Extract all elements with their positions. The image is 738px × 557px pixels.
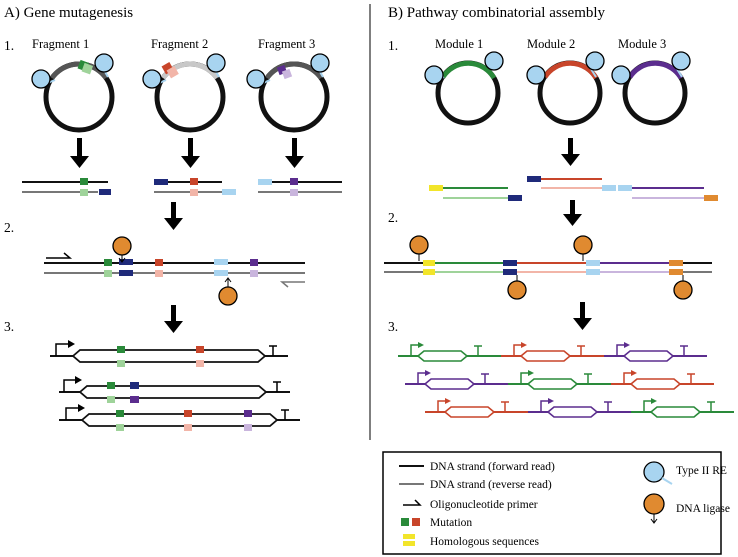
- panel-b-step-2: 2.: [388, 210, 398, 225]
- linear-module-3: [618, 185, 718, 201]
- dna-ligase-icon: [409, 235, 429, 255]
- type2-re-icon: [526, 65, 546, 85]
- reverse-primer-icon: [279, 281, 305, 288]
- type2-re-icon: [484, 51, 504, 71]
- type2-re-icon: [671, 51, 691, 71]
- fragment-3-label: Fragment 3: [258, 37, 315, 51]
- type2-re-icon: [611, 65, 631, 85]
- dna-ligase-icon: [112, 236, 132, 256]
- pathway-module-red: [425, 398, 528, 418]
- dna-ligase-icon: [673, 280, 693, 300]
- fragment-1-label: Fragment 1: [32, 37, 89, 51]
- legend: DNA strand (forward read) DNA strand (re…: [382, 451, 730, 555]
- forward-primer-icon: [46, 252, 73, 259]
- linear-module-1: [429, 185, 522, 201]
- fragment-2-label: Fragment 2: [151, 37, 208, 51]
- arrow-to-step-3: [164, 305, 183, 333]
- fragment-2-plasmid: [142, 53, 226, 133]
- dna-ligase-icon: [573, 235, 593, 255]
- fragment-arrows: [70, 138, 304, 168]
- construct-a-3: [59, 404, 300, 431]
- module-3-plasmid: [611, 51, 691, 126]
- assembly-b-step-2: [384, 235, 712, 300]
- legend-type2-label: Type II RE: [676, 465, 727, 477]
- panel-b-step-3: 3.: [388, 319, 398, 334]
- fragment-1-plasmid: [31, 53, 115, 133]
- pathway-module-green: [508, 370, 611, 390]
- legend-type2-icon: [643, 461, 665, 483]
- type2-re-icon: [310, 53, 330, 73]
- panel-b-step-1: 1.: [388, 38, 398, 53]
- pathway-module-purple: [604, 342, 707, 362]
- linear-module-2: [527, 176, 616, 191]
- pathway-module-red: [501, 342, 604, 362]
- pathway-module-green: [631, 398, 734, 418]
- module-arrow: [561, 138, 580, 166]
- type2-re-icon: [246, 69, 266, 89]
- panel-a-step-3: 3.: [4, 319, 14, 334]
- dna-ligase-icon: [218, 286, 238, 306]
- arrow-to-step-2: [164, 202, 183, 230]
- legend-mutation-label: Mutation: [430, 517, 472, 529]
- type2-re-icon: [31, 69, 51, 89]
- legend-primer-label: Oligonucleotide primer: [430, 499, 538, 511]
- module-2-label: Module 2: [527, 37, 575, 51]
- pathway-module-green: [398, 342, 501, 362]
- module-3-label: Module 3: [618, 37, 666, 51]
- type2-re-icon: [142, 69, 162, 89]
- pathway-module-purple: [405, 370, 508, 390]
- legend-forward-label: DNA strand (forward read): [430, 461, 555, 473]
- panel-a-step-2: 2.: [4, 220, 14, 235]
- type2-re-icon: [424, 65, 444, 85]
- legend-mutation-green: [401, 518, 409, 526]
- pathway-module-purple: [528, 398, 631, 418]
- dna-ligase-icon: [507, 280, 527, 300]
- legend-primer-icon: [403, 499, 422, 506]
- construct-a-1: [50, 340, 288, 367]
- legend-homologous-label: Homologous sequences: [430, 536, 539, 548]
- legend-box: [382, 451, 722, 555]
- panel-a-title: A) Gene mutagenesis: [4, 5, 133, 21]
- linear-fragment-2: [154, 178, 236, 196]
- arrow-to-step-2-b: [563, 200, 582, 226]
- module-1-label: Module 1: [435, 37, 483, 51]
- type2-re-icon: [585, 51, 605, 71]
- legend-ligase-label: DNA ligase: [676, 503, 730, 515]
- legend-mutation-red: [412, 518, 420, 526]
- legend-reverse-label: DNA strand (reverse read): [430, 479, 552, 491]
- linear-fragment-3: [258, 178, 342, 196]
- module-1-plasmid: [424, 51, 504, 126]
- pathway-constructs: [398, 342, 734, 418]
- fragment-3-plasmid: [246, 53, 330, 133]
- legend-ligase-icon: [643, 493, 665, 515]
- arrow-to-step-3-b: [573, 302, 592, 330]
- panel-a-step-1: 1.: [4, 38, 14, 53]
- assembly-a-step-2: [44, 236, 305, 306]
- type2-re-icon: [94, 53, 114, 73]
- legend-homologous-swatch: [403, 534, 415, 539]
- construct-a-2: [59, 376, 290, 403]
- panel-b-title: B) Pathway combinatorial assembly: [388, 5, 606, 21]
- module-2-plasmid: [526, 51, 605, 126]
- linear-fragment-1: [22, 178, 111, 196]
- type2-re-icon: [206, 53, 226, 73]
- pathway-module-red: [611, 370, 714, 390]
